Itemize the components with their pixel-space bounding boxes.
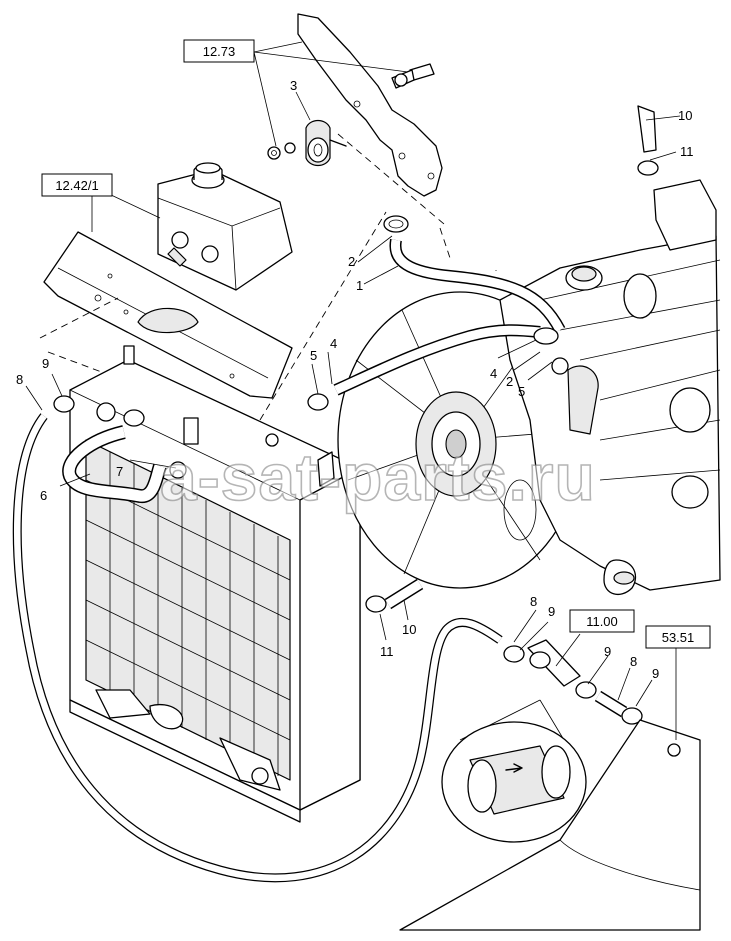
expansion-tank bbox=[157, 162, 293, 291]
inline-filter bbox=[527, 639, 581, 687]
callout-9-left: 9 bbox=[42, 356, 49, 371]
callout-7: 7 bbox=[116, 464, 123, 479]
callout-11-bottom: 11 bbox=[380, 644, 394, 659]
ref-label-12-73: 12.73 bbox=[203, 44, 236, 59]
callout-numbers: 3 10 11 2 1 4 5 4 2 5 9 8 7 6 11 10 8 9 … bbox=[16, 78, 694, 681]
ref-box-53-51: 53.51 bbox=[645, 625, 711, 649]
radiator-core-grid bbox=[85, 452, 291, 776]
callout-10-top: 10 bbox=[678, 108, 692, 123]
bolt bbox=[391, 63, 435, 89]
callout-9-right: 9 bbox=[604, 644, 611, 659]
hose-clamps bbox=[53, 160, 659, 725]
radiator bbox=[69, 345, 361, 823]
callout-5-left: 5 bbox=[310, 348, 317, 363]
callout-1: 1 bbox=[356, 278, 363, 293]
hoses bbox=[12, 105, 657, 883]
callout-9-far-right: 9 bbox=[652, 666, 659, 681]
callout-3: 3 bbox=[290, 78, 297, 93]
ref-box-12-42-1: 12.42/1 bbox=[41, 173, 113, 197]
callout-2-left: 2 bbox=[348, 254, 355, 269]
callout-5-right: 5 bbox=[518, 384, 525, 399]
callout-8-left: 8 bbox=[16, 372, 23, 387]
clamp-assembly-3 bbox=[267, 119, 347, 167]
callout-6: 6 bbox=[40, 488, 47, 503]
callout-9-mid: 9 bbox=[548, 604, 555, 619]
leader-lines bbox=[25, 41, 681, 740]
ref-box-11-00: 11.00 bbox=[569, 609, 635, 633]
callout-2-right: 2 bbox=[506, 374, 513, 389]
dashed-guides bbox=[39, 133, 451, 427]
fuel-tank bbox=[399, 719, 701, 931]
callout-4-left: 4 bbox=[330, 336, 337, 351]
mounting-bracket bbox=[297, 13, 443, 197]
callout-11-top: 11 bbox=[680, 144, 694, 159]
callout-8-right: 8 bbox=[630, 654, 637, 669]
watermark: a-sat-parts.ru bbox=[160, 440, 596, 514]
ref-label-12-42-1: 12.42/1 bbox=[55, 178, 98, 193]
callout-10-bottom: 10 bbox=[402, 622, 416, 637]
callout-4-right: 4 bbox=[490, 366, 497, 381]
ref-label-53-51: 53.51 bbox=[662, 630, 695, 645]
ref-box-12-73: 12.73 bbox=[183, 39, 255, 63]
cross-member bbox=[43, 231, 293, 399]
ref-label-11-00: 11.00 bbox=[586, 614, 618, 629]
callout-8-mid: 8 bbox=[530, 594, 537, 609]
filter-detail-view bbox=[441, 699, 587, 843]
